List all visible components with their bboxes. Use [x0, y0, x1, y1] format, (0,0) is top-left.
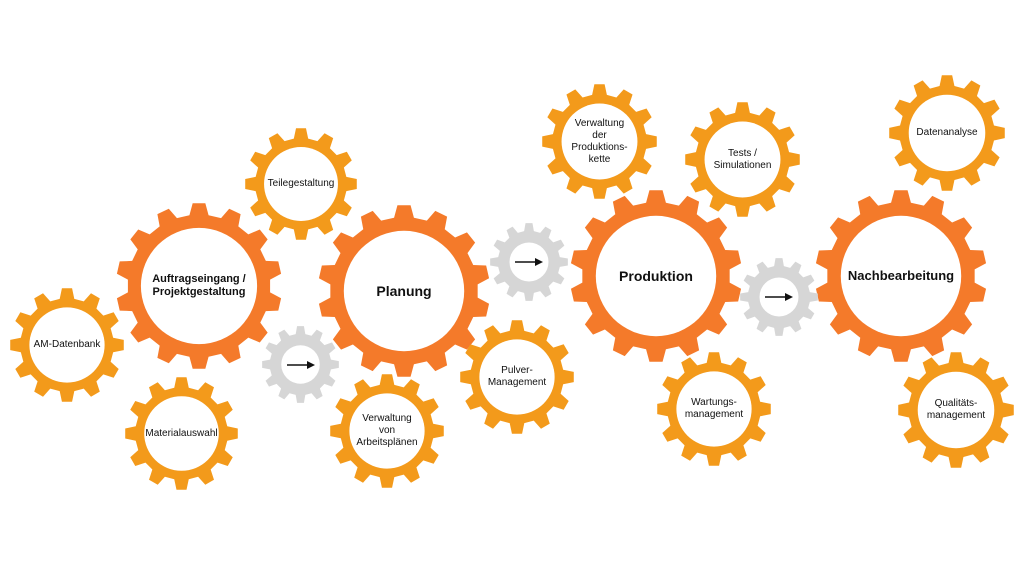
gear-materialauswahl: Materialauswahl	[125, 377, 238, 490]
gear-icon	[815, 190, 987, 362]
gear-icon	[330, 374, 444, 488]
arrow-right-icon	[765, 293, 793, 301]
gear-icon	[245, 128, 357, 240]
arrow-right-icon	[515, 258, 543, 266]
gear-icon	[898, 352, 1014, 468]
connector-gear-3	[740, 258, 818, 336]
gear-am-datenbank: AM-Datenbank	[10, 288, 124, 402]
gear-icon	[318, 205, 490, 377]
gear-produktion: Produktion	[570, 190, 742, 362]
gear-wartung: Wartungs- management	[657, 352, 771, 466]
connector-gear-1	[262, 326, 339, 403]
gear-icon	[889, 75, 1005, 191]
gear-icon	[657, 352, 771, 466]
gear-icon	[125, 377, 238, 490]
gear-icon	[685, 102, 800, 217]
gear-icon	[542, 84, 657, 199]
gear-icon	[116, 203, 282, 369]
gear-qualitaet: Qualitäts- management	[898, 352, 1014, 468]
gear-nachbearbeitung: Nachbearbeitung	[815, 190, 987, 362]
gear-pulver: Pulver- Management	[460, 320, 574, 434]
gear-arbeitsplaene: Verwaltung von Arbeitsplänen	[330, 374, 444, 488]
arrow-right-icon	[287, 361, 315, 369]
gear-produktionskette: Verwaltung der Produktions- kette	[542, 84, 657, 199]
gear-icon	[460, 320, 574, 434]
connector-gear-2	[490, 223, 568, 301]
gear-icon	[570, 190, 742, 362]
gear-icon	[10, 288, 124, 402]
gear-datenanalyse: Datenanalyse	[889, 75, 1005, 191]
gear-planung: Planung	[318, 205, 490, 377]
